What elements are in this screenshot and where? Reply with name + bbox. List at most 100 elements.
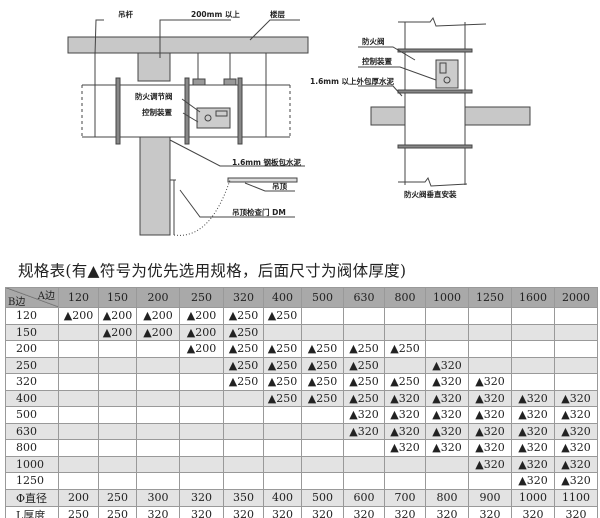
table-cell (179, 472, 224, 490)
table-cell: ▲250 (343, 356, 385, 374)
table-cell: ▲250 (384, 373, 426, 391)
table-cell: ▲320 (425, 422, 469, 440)
table-cell: ▲320 (511, 406, 555, 424)
row-header: 250 (5, 356, 59, 374)
label-steel: 1.6mm 钢板包水泥 (232, 157, 302, 167)
column-header: 120 (58, 287, 99, 308)
table-cell: ▲320 (425, 406, 469, 424)
column-header: 1250 (468, 287, 512, 308)
table-cell (468, 340, 512, 358)
table-cell: ▲250 (301, 356, 344, 374)
table-cell: 250 (58, 505, 99, 518)
table-cell (179, 439, 224, 457)
column-header: 630 (343, 287, 385, 308)
row-header: 1250 (5, 472, 59, 490)
table-cell: ▲320 (384, 389, 426, 407)
table-cell: ▲250 (263, 307, 302, 325)
table-cell (511, 340, 555, 358)
table-cell: ▲320 (468, 373, 512, 391)
table-cell (425, 455, 469, 473)
table-cell (468, 472, 512, 490)
table-cell (301, 323, 344, 341)
table-cell (511, 373, 555, 391)
table-cell: ▲320 (554, 406, 598, 424)
table-cell (343, 455, 385, 473)
table-cell: ▲250 (223, 373, 264, 391)
table-cell: ▲250 (301, 340, 344, 358)
table-cell: ▲320 (425, 389, 469, 407)
table-cell: ▲250 (223, 356, 264, 374)
table-cell: ▲320 (343, 422, 385, 440)
table-cell: 300 (136, 488, 180, 507)
table-cell: 500 (301, 488, 344, 507)
table-cell: 250 (98, 488, 137, 507)
table-cell: 320 (425, 505, 469, 518)
table-cell (98, 439, 137, 457)
table-cell: 1000 (511, 488, 555, 507)
table-row: 500▲320▲320▲320▲320▲320▲320 (5, 406, 598, 424)
table-cell (58, 373, 99, 391)
table-cell (554, 356, 598, 374)
column-header: 400 (263, 287, 302, 308)
row-header: 1000 (5, 455, 59, 473)
table-cell (223, 389, 264, 407)
table-cell (263, 422, 302, 440)
table-cell: ▲320 (425, 439, 469, 457)
table-cell (263, 439, 302, 457)
table-cell: ▲200 (136, 323, 180, 341)
table-cell: 320 (384, 505, 426, 518)
table-cell (136, 389, 180, 407)
table-cell (58, 439, 99, 457)
table-cell: 800 (425, 488, 469, 507)
table-cell (263, 406, 302, 424)
table-cell (425, 323, 469, 341)
table-cell: ▲200 (58, 307, 99, 325)
table-cell: ▲320 (468, 455, 512, 473)
table-cell (301, 406, 344, 424)
table-cell: ▲250 (301, 373, 344, 391)
table-cell (263, 323, 302, 341)
table-cell (179, 373, 224, 391)
table-cell: ▲200 (136, 307, 180, 325)
table-cell (554, 373, 598, 391)
table-cell: ▲250 (223, 340, 264, 358)
row-header: L厚度 (5, 505, 59, 518)
table-cell (554, 340, 598, 358)
table-cell (425, 340, 469, 358)
table-cell (136, 472, 180, 490)
row-header: 400 (5, 389, 59, 407)
table-cell: ▲250 (263, 356, 302, 374)
table-cell: ▲320 (384, 406, 426, 424)
table-cell (98, 406, 137, 424)
table-cell (468, 356, 512, 374)
table-cell: ▲250 (343, 389, 385, 407)
table-cell (98, 340, 137, 358)
table-cell: ▲320 (554, 389, 598, 407)
table-cell (384, 455, 426, 473)
label-floor: 楼层 (270, 9, 285, 19)
table-cell: ▲320 (554, 472, 598, 490)
table-cell (511, 323, 555, 341)
table-cell: 400 (263, 488, 302, 507)
label-gap: 200mm 以上 (191, 9, 240, 19)
row-header: 120 (5, 307, 59, 325)
table-cell: ▲250 (343, 373, 385, 391)
table-cell (425, 307, 469, 325)
column-header: 800 (384, 287, 426, 308)
table-cell (301, 422, 344, 440)
table-cell (263, 455, 302, 473)
row-header: 500 (5, 406, 59, 424)
table-cell (301, 455, 344, 473)
column-header: 1000 (425, 287, 469, 308)
table-cell (511, 356, 555, 374)
table-cell: 320 (468, 505, 512, 518)
table-cell: ▲200 (98, 323, 137, 341)
table-cell: 320 (263, 505, 302, 518)
table-cell: 320 (511, 505, 555, 518)
table-cell (58, 406, 99, 424)
installation-diagrams: 吊杆 200mm 以上 楼层 防火调节阀 控制装置 1.6mm 钢板包水泥 吊顶… (67, 9, 531, 236)
table-cell: ▲320 (554, 455, 598, 473)
row-header: 150 (5, 323, 59, 341)
table-cell (301, 439, 344, 457)
